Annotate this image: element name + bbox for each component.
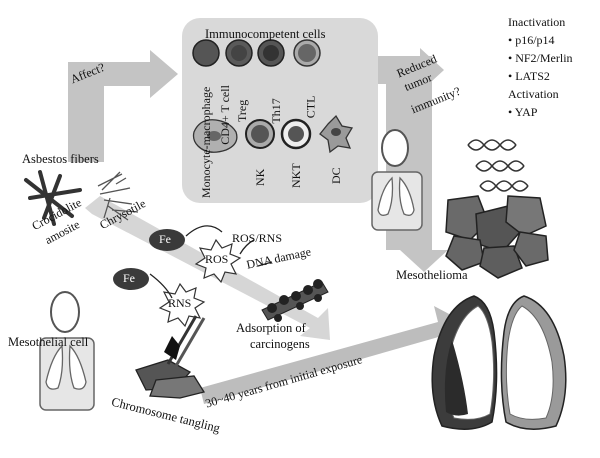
dc-label: DC xyxy=(329,167,343,184)
mesothelial-cell-icon xyxy=(39,291,95,411)
nk-label: NK xyxy=(253,168,267,186)
fe-label-1: Fe xyxy=(159,232,171,246)
activation-item-1: • YAP xyxy=(508,105,538,119)
fe-label-2: Fe xyxy=(123,271,135,285)
crocidolite-fibers-icon xyxy=(24,170,82,226)
rns-star xyxy=(158,282,206,328)
inactivation-item-2: • NF2/Merlin xyxy=(508,51,573,65)
macrophage-label: Monocyte-macrophage xyxy=(199,86,213,198)
rns-star-label: RNS xyxy=(168,296,192,310)
affect-arrow xyxy=(55,50,178,162)
immune-cells-panel xyxy=(182,18,378,203)
lungs-mesothelioma-icon xyxy=(431,295,567,430)
ros-star-label: ROS xyxy=(205,252,229,266)
mesothelial-label: Mesothelial cell xyxy=(8,335,89,349)
immune-cell-icons-row1 xyxy=(192,39,321,67)
adsorption-label-2: carcinogens xyxy=(250,337,310,351)
inactivation-item-1: • p16/p14 xyxy=(508,33,555,47)
reaction-arrows xyxy=(149,225,273,299)
chromosome-tangle-icon xyxy=(135,315,206,399)
fe-ellipse-2 xyxy=(113,268,149,290)
patient-figure-icon xyxy=(371,129,423,231)
carcinogens-fiber-icon xyxy=(261,279,329,322)
ros-rns-label: ROS/RNS xyxy=(232,231,283,245)
fe-ellipse-1 xyxy=(149,229,185,251)
mesothelioma-label: Mesothelioma xyxy=(396,268,468,282)
cd4-cell-icon xyxy=(192,39,220,67)
timeline-arrow xyxy=(200,306,468,404)
ctl-label: CTL xyxy=(303,95,318,119)
adsorption-label-1: Adsorption of xyxy=(236,321,306,335)
th17-label: Th17 xyxy=(268,98,283,124)
cd4-label: CD4+ T cell xyxy=(217,85,232,145)
immune-cell-icons-row2 xyxy=(192,114,354,154)
immune-panel-title: Immunocompetent cells xyxy=(205,27,326,41)
chrysotile-fibers-icon xyxy=(97,171,139,221)
inactivation-item-3: • LATS2 xyxy=(508,69,550,83)
nkt-label: NKT xyxy=(289,163,303,188)
dna-helix-icons xyxy=(467,139,529,192)
activation-title: Activation xyxy=(508,87,559,101)
inactivation-title: Inactivation xyxy=(508,15,566,29)
tumor-cluster-icon xyxy=(445,195,549,279)
asbestos-label: Asbestos fibers xyxy=(22,152,99,166)
ros-star xyxy=(194,238,242,284)
treg-label: Treg xyxy=(235,99,250,123)
